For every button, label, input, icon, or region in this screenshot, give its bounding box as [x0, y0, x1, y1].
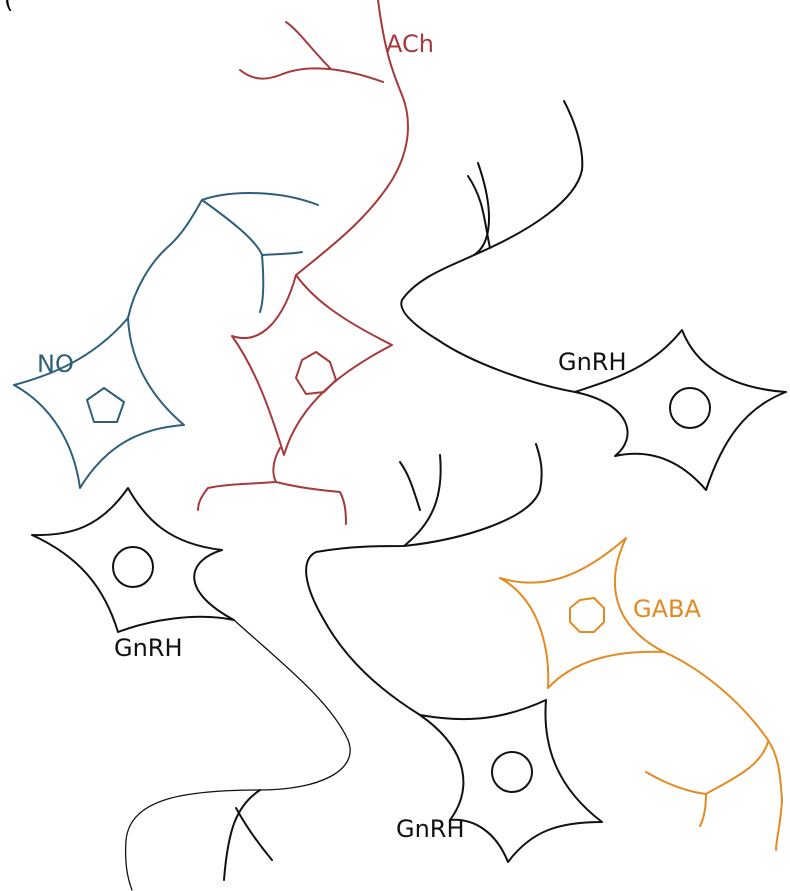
gnrh-left-branch-2	[236, 808, 272, 860]
ach-dendrite-down	[198, 448, 280, 510]
gnrh-right-axon	[401, 163, 575, 392]
ach-neuron	[198, 0, 408, 524]
gnrh-left-branch	[224, 790, 260, 880]
gaba-neuron-nucleus	[570, 598, 604, 632]
gnrh-bottom-nucleus	[492, 752, 532, 792]
gnrh-left-label: GnRH	[114, 636, 183, 660]
ach-branch-1	[240, 68, 383, 82]
ach-label: ACh	[386, 32, 434, 56]
no-neuron-body	[14, 318, 184, 488]
gnrh-right-nucleus	[670, 388, 710, 428]
gaba-label: GABA	[633, 597, 701, 621]
ach-neuron-nucleus	[296, 352, 336, 394]
gaba-neuron	[500, 538, 782, 850]
middle-axon-branch-1	[404, 455, 441, 546]
gnrh-right-neuron	[401, 101, 786, 490]
ach-neuron-body	[232, 275, 392, 455]
middle-axon-branch-2	[400, 462, 420, 510]
no-neuron	[14, 193, 318, 488]
no-label: NO	[37, 352, 74, 376]
gnrh-left-body	[32, 488, 234, 632]
gaba-branch	[646, 742, 768, 794]
gnrh-bottom-label: GnRH	[396, 817, 465, 841]
header-fragment: (	[4, 0, 13, 12]
gaba-branch-2	[700, 794, 706, 826]
ach-branch-2	[286, 22, 330, 68]
gnrh-left-nucleus	[113, 547, 153, 587]
no-branch-2	[260, 255, 263, 312]
no-axon	[128, 193, 318, 318]
gnrh-right-branch-1	[474, 101, 582, 255]
no-branch-1	[202, 200, 302, 255]
gnrh-right-label: GnRH	[558, 350, 627, 374]
gnrh-left-neuron	[32, 488, 350, 890]
no-neuron-nucleus	[87, 388, 124, 422]
ach-dendrite-right	[276, 482, 346, 524]
